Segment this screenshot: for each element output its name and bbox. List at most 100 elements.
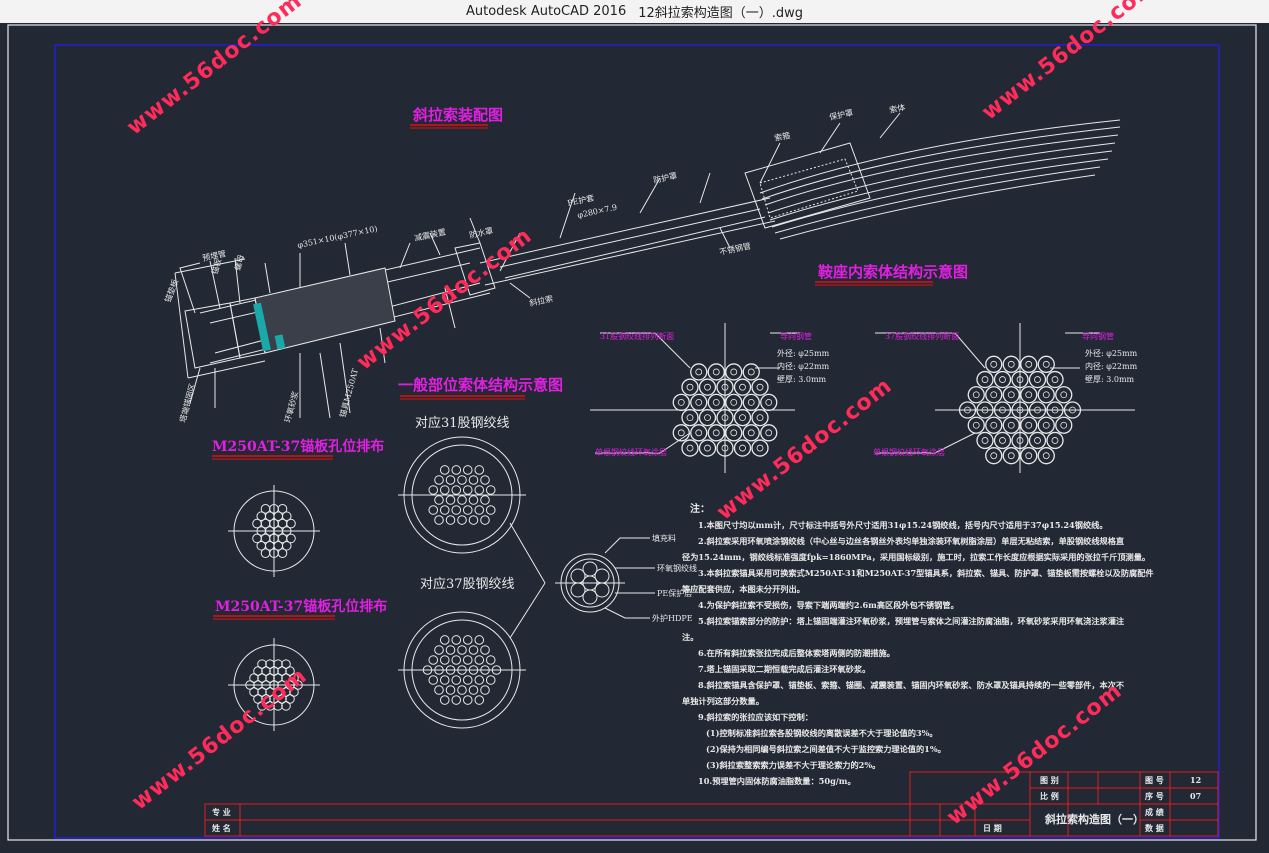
strand-circle <box>434 495 444 505</box>
note-line: 9.斜拉索的张拉应该如下控制： <box>698 712 813 722</box>
label-stay-cable: 斜拉索 <box>528 293 554 308</box>
label-epoxy: 环氧砂浆 <box>282 390 300 423</box>
strand-circle <box>690 424 708 442</box>
strand-circle <box>474 695 485 705</box>
dim-wall-left: 壁厚: 3.0mm <box>777 374 827 384</box>
anchor-plate-1 <box>228 485 320 577</box>
label-stainless-pipe: 不锈钢管 <box>718 241 751 257</box>
strand-circle <box>434 515 444 525</box>
label-guard: 防护罩 <box>652 170 678 185</box>
strand-circle <box>733 408 752 427</box>
strand-circle <box>428 505 439 515</box>
dim-inner-left: 内径: φ22mm <box>777 361 830 371</box>
strand-circle <box>439 465 450 475</box>
note-line: 3.本斜拉索锚具采用可换索式M250AT-31和M250AT-37型锚具系，斜拉… <box>698 568 1154 578</box>
strand-circle <box>462 505 473 515</box>
strand-circle <box>439 655 450 665</box>
note-line: 等应配套供应，本图未分开列出。 <box>682 584 805 594</box>
notes: 注： 1.本图尺寸均以mm计，尺寸标注中括号外尺寸适用31φ15.24钢绞线，括… <box>682 502 1154 786</box>
label-damper: 减震装置 <box>413 227 446 243</box>
section-titles: 斜拉索装配图 鞍座内索体结构示意图 一般部位索体结构示意图 M250AT-37锚… <box>212 106 968 620</box>
strand-circle <box>1028 431 1047 450</box>
inner-border <box>54 44 1220 839</box>
title-block <box>204 771 1219 837</box>
tb-label: 成 绩 <box>1145 807 1164 817</box>
strand-circle <box>462 465 473 475</box>
strand-circle <box>445 495 456 505</box>
note-line: (2)保持为相同编号斜拉索之间差值不大于监控索力理论值的1%。 <box>706 744 946 754</box>
strand-circle <box>698 408 717 427</box>
strand-circle <box>468 645 479 655</box>
strand-circle <box>451 635 462 645</box>
tb-label: 比 例 <box>1040 791 1059 801</box>
saddle-pipe-label-right: 导向钢管 <box>1082 331 1114 341</box>
saddle-section-31 <box>590 323 800 473</box>
strand-circle <box>439 695 450 705</box>
strand-circle <box>707 363 725 381</box>
strand-circle <box>445 645 456 655</box>
strand-circle <box>698 439 717 457</box>
strand-circle <box>462 695 473 705</box>
strand-circle <box>1055 386 1073 404</box>
strand-circle <box>698 378 717 396</box>
label-hdpe: 外护HDPE <box>652 613 693 623</box>
strand-circle <box>480 515 490 525</box>
tb-label: 日 期 <box>983 823 1002 833</box>
dim-outer-left: 外径: φ25mm <box>777 348 830 358</box>
strand-circle <box>985 447 1003 465</box>
strand-circle <box>485 505 496 515</box>
strand-circle <box>1002 355 1020 373</box>
strand-circle <box>468 475 479 485</box>
strand-circle <box>760 424 778 442</box>
assembly-drawing <box>174 112 1121 419</box>
strand-circle <box>751 439 769 457</box>
strand-circle <box>681 439 699 457</box>
strand-circle <box>1028 370 1047 389</box>
saddle-pipe-label-left: 导向钢管 <box>780 331 812 341</box>
strand-circle <box>985 416 1003 434</box>
strand-circle <box>474 485 485 495</box>
strand-circle <box>681 378 699 396</box>
strand-circle <box>480 685 490 695</box>
note-line: (1)控制标准斜拉索各股钢绞线的离散误差不大于理论值的3%。 <box>706 728 938 738</box>
tb-seq-no: 07 <box>1190 791 1201 801</box>
strand-circle <box>457 685 467 695</box>
saddle-left-label: 31股钢绞线排列断面 <box>600 331 674 341</box>
strand-circle <box>468 685 479 695</box>
note-line: 2.斜拉索采用环氧喷涂钢绞线（中心丝与边丝各钢丝外表均单独涂装环氧树脂涂层）单层… <box>698 536 1124 546</box>
label-tower-zone: 塔端锚固区 <box>177 382 197 423</box>
strand-circle <box>1020 386 1038 404</box>
tb-label: 专 业 <box>212 807 231 817</box>
strand-circle <box>434 685 444 695</box>
tb-drawing-no: 12 <box>1190 775 1201 785</box>
strand-circle <box>260 548 271 558</box>
title-anchor-2: M250AT-37锚板孔位排布 <box>215 598 387 615</box>
strand-circle <box>474 635 485 645</box>
strand-circle <box>277 548 288 558</box>
strand-circle <box>439 675 450 685</box>
strand-circle <box>760 393 778 412</box>
strand-circle <box>985 386 1003 404</box>
label-clamp: 索箍 <box>773 130 791 143</box>
strand-circle <box>1037 416 1055 434</box>
strand-detail <box>509 522 655 639</box>
tb-label: 姓 名 <box>211 823 231 833</box>
strand-circle <box>967 416 985 434</box>
saddle-section-37 <box>875 323 1135 473</box>
file-name: 12斜拉索构造图（一）.dwg <box>638 6 804 21</box>
tb-label: 图 别 <box>1040 775 1059 785</box>
strand-circle <box>434 475 444 485</box>
strand-circle <box>1002 386 1020 404</box>
strand-circle <box>707 393 725 412</box>
strand-detail-labels: 填充料 环氧钢绞线 PE保护层 外护HDPE <box>652 533 697 623</box>
strand-circle <box>1037 386 1055 404</box>
note-line: 1.本图尺寸均以mm计，尺寸标注中括号外尺寸适用31φ15.24钢绞线，括号内尺… <box>698 520 1108 530</box>
dim-wall-right: 壁厚: 3.0mm <box>1085 374 1135 384</box>
label-waterproof-cap: 防水罩 <box>468 225 494 240</box>
dim-inner-right: 内径: φ22mm <box>1085 361 1138 371</box>
strand-circle <box>485 485 496 495</box>
label-tube-size: φ280×7.9 <box>577 203 618 220</box>
strand-circle <box>451 465 462 475</box>
strand-circle <box>445 515 456 525</box>
